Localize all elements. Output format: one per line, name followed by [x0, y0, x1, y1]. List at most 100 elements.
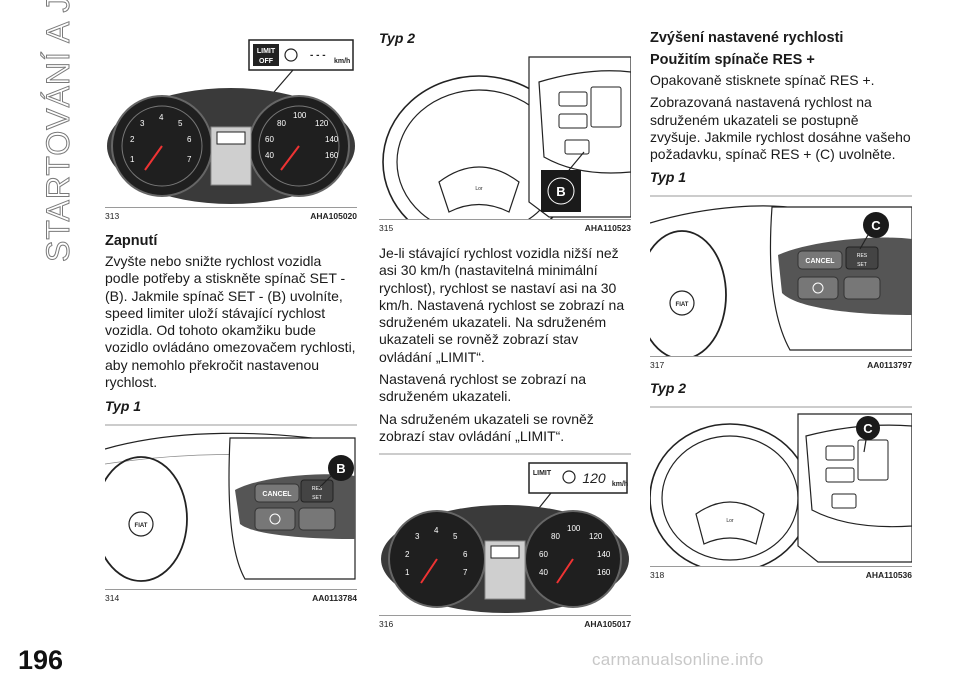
callout-c — [856, 416, 880, 441]
svg-text:40: 40 — [539, 568, 548, 577]
svg-text:7: 7 — [463, 568, 468, 577]
svg-text:2: 2 — [130, 135, 135, 144]
paragraph-res-release: Zobrazovaná nastavená rychlost na sdruže… — [650, 94, 911, 163]
figure-number: 316 — [379, 619, 394, 630]
svg-text:Lor: Lor — [726, 518, 734, 524]
steering-switch-illustration: FIAT CANCEL RES SET B — [105, 424, 357, 583]
svg-text:1: 1 — [405, 568, 410, 577]
svg-text:60: 60 — [539, 550, 548, 559]
callout-b — [547, 177, 575, 205]
svg-text:100: 100 — [567, 524, 581, 533]
svg-text:100: 100 — [293, 111, 307, 120]
paragraph-set-speed: Nastavená rychlost se zobrazí na sdružen… — [379, 371, 586, 405]
paragraph-activation: Zvyšte nebo snižte rychlost vozidla podl… — [105, 253, 356, 391]
figure-caption: 318 AHA110536 — [650, 566, 912, 580]
speed-limiter-icon — [269, 513, 281, 525]
paragraph-press-res: Opakovaně stisknete spínač RES +. — [650, 72, 875, 88]
speedometer-icon — [284, 48, 298, 62]
svg-text:FIAT: FIAT — [135, 523, 148, 529]
svg-text:7: 7 — [187, 155, 192, 164]
display-limit-label: LIMIT — [533, 470, 552, 477]
svg-text:80: 80 — [277, 119, 286, 128]
heading-typ-2: Typ 2 — [379, 30, 416, 46]
display-limit-label: LIMIT — [257, 48, 276, 55]
heading-zapnuti: Zapnutí — [105, 233, 158, 249]
callout-c — [863, 212, 889, 239]
figure-315: Lor B 315 AHA110523 — [379, 52, 631, 233]
svg-text:5: 5 — [178, 119, 183, 128]
page-number: 196 — [18, 645, 64, 675]
svg-text:RES: RES — [312, 486, 323, 492]
figure-number: 315 — [379, 223, 394, 233]
display-state-label: OFF — [259, 58, 274, 65]
heading-typ-1: Typ 1 — [105, 398, 142, 415]
figure-caption: 317 AA0113797 — [650, 356, 912, 370]
figure-code: AHA105017 — [584, 619, 631, 630]
svg-text:4: 4 — [434, 526, 439, 535]
svg-text:C: C — [871, 218, 881, 233]
figure-code: AHA110523 — [584, 223, 631, 233]
figure-code: AA0113797 — [867, 360, 912, 371]
steering-switch-illustration: FIAT CANCEL RES SET C — [650, 195, 912, 357]
svg-text:160: 160 — [597, 568, 611, 577]
svg-text:120: 120 — [589, 532, 603, 541]
svg-text:B: B — [556, 184, 565, 199]
fiat-logo — [128, 511, 154, 537]
speed-limiter-icon — [812, 282, 824, 294]
svg-text:SET: SET — [312, 495, 322, 501]
section-side-title: STARTOVÁNÍ A JÍZDA — [40, 0, 77, 263]
svg-text:40: 40 — [265, 151, 274, 160]
heading-increase-speed: Zvýšení nastavené rychlosti — [650, 30, 844, 46]
fiat-logo — [669, 290, 695, 317]
svg-text:120: 120 — [315, 119, 329, 128]
svg-text:3: 3 — [140, 119, 145, 128]
speedometer-icon — [562, 470, 576, 484]
svg-text:- - -: - - - — [310, 50, 326, 61]
svg-text:5: 5 — [453, 532, 458, 541]
svg-text:Lor: Lor — [475, 186, 483, 192]
figure-number: 318 — [650, 570, 665, 581]
figure-caption: 315 AHA110523 — [379, 219, 631, 233]
display-unit-label: km/h — [612, 481, 628, 488]
figure-caption: 314 AA0113784 — [105, 589, 357, 603]
heading-typ-2: Typ 2 — [650, 380, 687, 397]
figure-318: Lor C 318 AHA110536 — [650, 406, 912, 580]
display-unit-label: km/h — [334, 58, 350, 65]
subheading-res-switch: Použitím spínače RES + — [650, 52, 815, 68]
figure-number: 314 — [105, 593, 120, 604]
svg-text:140: 140 — [325, 135, 339, 144]
figure-caption: 313 AHA105020 — [105, 207, 357, 221]
callout-b — [328, 455, 354, 482]
steering-wheel-illustration: Lor C — [650, 406, 912, 567]
svg-text:3: 3 — [415, 532, 420, 541]
column-2: Typ 2 Lor B 315 AHA110523 Je-li stávajíc… — [379, 30, 631, 629]
figure-code: AA0113784 — [312, 593, 357, 604]
svg-text:FIAT: FIAT — [676, 302, 689, 308]
figure-code: AHA105020 — [310, 211, 357, 221]
watermark: carmanualsonline.info — [592, 650, 764, 669]
display-speed: 120 — [582, 470, 606, 486]
svg-text:C: C — [863, 421, 873, 436]
figure-caption: 316 AHA105017 — [379, 615, 631, 629]
svg-text:2: 2 — [405, 550, 410, 559]
figure-code: AHA110536 — [865, 570, 912, 581]
figure-317: FIAT CANCEL RES SET C 317 AA0113797 — [650, 195, 912, 370]
figure-number: 313 — [105, 211, 120, 221]
svg-text:SET: SET — [857, 262, 867, 268]
svg-text:60: 60 — [265, 135, 274, 144]
cancel-label: CANCEL — [805, 258, 835, 265]
column-3: Zvýšení nastavené rychlosti Použitím spí… — [650, 30, 912, 580]
svg-text:6: 6 — [463, 550, 468, 559]
svg-text:RES: RES — [857, 253, 868, 259]
svg-text:B: B — [336, 461, 345, 476]
figure-number: 317 — [650, 360, 665, 371]
paragraph-limit-status: Na sdruženém ukazateli se rovněž zobrazí… — [379, 410, 594, 444]
svg-text:1: 1 — [130, 155, 135, 164]
svg-text:140: 140 — [597, 550, 611, 559]
svg-text:80: 80 — [551, 532, 560, 541]
cancel-label: CANCEL — [262, 491, 292, 498]
